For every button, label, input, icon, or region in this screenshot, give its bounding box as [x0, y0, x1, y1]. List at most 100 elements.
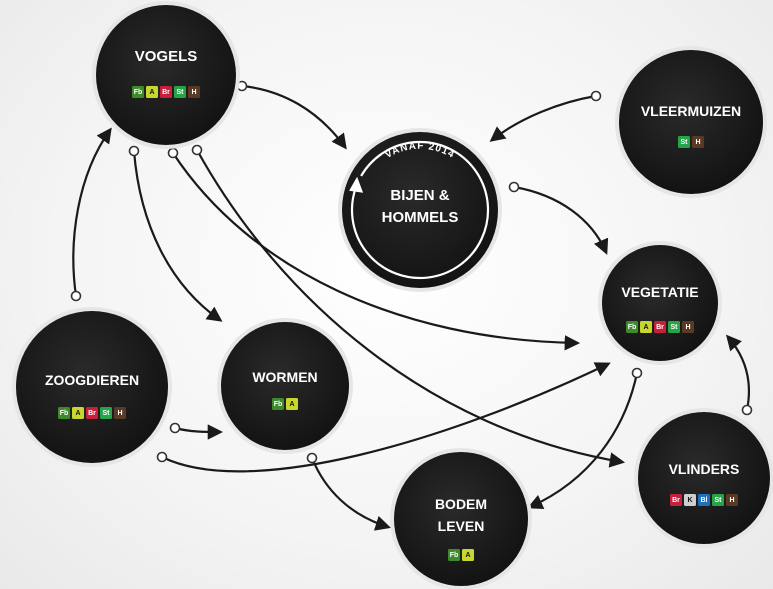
node-circle [638, 412, 770, 544]
connector-origin [70, 290, 82, 302]
connector-wormen-bodem [310, 457, 391, 531]
node-label-vleermuizen: VLEERMUIZEN [641, 103, 741, 119]
connector-vleermuizen-bijen [489, 94, 597, 142]
badge-st [174, 86, 186, 98]
connector-origin [306, 452, 318, 464]
badge-label: H [117, 410, 122, 417]
node-vleermuizen: VLEERMUIZEN St H [615, 46, 767, 198]
badge-fb [448, 549, 460, 561]
node-vegetatie: VEGETATIE Fb A Br St H [598, 241, 722, 365]
node-label-bodem: BODEM [435, 496, 487, 512]
connector-origin [631, 367, 643, 379]
connector-origin [156, 451, 168, 463]
node-label-bijen: HOMMELS [382, 209, 459, 226]
node-circle [221, 322, 349, 450]
node-circle [16, 311, 168, 463]
connector-vogels-bijen [241, 84, 347, 150]
connector-zoogdieren-wormen [174, 424, 224, 440]
connector-vogels-vlinders [196, 149, 626, 468]
badge-label: H [729, 497, 734, 504]
badge-label: St [103, 410, 111, 417]
node-circle [96, 5, 236, 145]
badge-st [100, 407, 112, 419]
connector-vegetatie-bodem [527, 372, 639, 509]
badge-label: Fb [60, 410, 69, 417]
node-label-zoogdieren: ZOOGDIEREN [45, 372, 139, 388]
badge-label: Fb [450, 552, 459, 559]
badge-a [72, 407, 84, 419]
badge-label: A [465, 552, 470, 559]
badge-st [712, 494, 724, 506]
badge-fb [626, 321, 638, 333]
connector-zoogdieren-vegetatie [161, 362, 611, 473]
badge-label: A [289, 401, 294, 408]
badge-label: Fb [628, 324, 637, 331]
node-label-vlinders: VLINDERS [669, 461, 740, 477]
connector-origin [508, 181, 520, 193]
badge-br [654, 321, 666, 333]
badge-h [692, 136, 704, 148]
connector-vlinders-vegetatie [725, 334, 750, 411]
badge-bl [698, 494, 710, 506]
badge-a [640, 321, 652, 333]
connector-zoogdieren-vogels [72, 127, 112, 297]
badge-label: K [687, 497, 692, 504]
connector-origin [128, 145, 140, 157]
connector-origin [590, 90, 602, 102]
cycle-ring [350, 140, 490, 280]
node-label-bijen: BIJEN & [390, 187, 449, 204]
badge-fb [132, 86, 144, 98]
connector-origin [169, 422, 181, 434]
badge-label: St [671, 324, 679, 331]
badge-h [114, 407, 126, 419]
badge-a [462, 549, 474, 561]
cycle-arrow-icon [349, 176, 364, 193]
badge-label: Br [162, 89, 170, 96]
connector-layer [72, 84, 750, 531]
node-label-vegetatie: VEGETATIE [621, 284, 698, 300]
badge-st [678, 136, 690, 148]
badge-label: St [177, 89, 185, 96]
node-circle [619, 50, 763, 194]
badge-label: Fb [134, 89, 143, 96]
badge-fb [58, 407, 70, 419]
badge-a [146, 86, 158, 98]
node-circle [602, 245, 718, 361]
badge-br [160, 86, 172, 98]
node-zoogdieren: ZOOGDIEREN Fb A Br St H [12, 307, 172, 467]
badge-st [668, 321, 680, 333]
node-wormen: WORMEN Fb A [217, 318, 353, 454]
badge-label: Br [88, 410, 96, 417]
badge-a [286, 398, 298, 410]
badge-label: A [75, 410, 80, 417]
connector-vogels-vegetatie [172, 152, 581, 351]
badge-h [682, 321, 694, 333]
badge-label: H [695, 139, 700, 146]
badge-k [684, 494, 696, 506]
connector-bijen-vegetatie [513, 185, 609, 255]
badge-label: St [715, 497, 723, 504]
badge-label: A [149, 89, 154, 96]
badge-label: H [685, 324, 690, 331]
badge-h [726, 494, 738, 506]
badge-br [86, 407, 98, 419]
badge-label: St [681, 139, 689, 146]
badge-h [188, 86, 200, 98]
node-vlinders: VLINDERS Br K Bl St H [634, 408, 773, 548]
badge-label: A [643, 324, 648, 331]
badge-label: Br [672, 497, 680, 504]
connector-origin [191, 144, 203, 156]
badge-label: Br [656, 324, 664, 331]
node-label-vogels: VOGELS [135, 48, 198, 65]
connector-origin [741, 404, 753, 416]
badge-br [670, 494, 682, 506]
connector-origin [167, 147, 179, 159]
node-label-wormen: WORMEN [252, 369, 317, 385]
badge-fb [272, 398, 284, 410]
badge-label: Fb [274, 401, 283, 408]
badge-label: Bl [701, 497, 708, 504]
